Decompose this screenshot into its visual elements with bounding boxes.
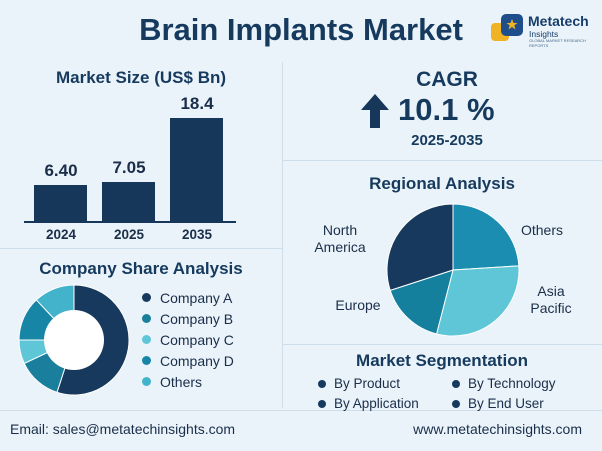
chart-axis	[24, 221, 236, 223]
divider-left-mid	[0, 248, 282, 249]
page-title: Brain Implants Market	[139, 12, 463, 47]
pie-slice-north-america	[386, 203, 454, 292]
arrow-up-icon	[361, 94, 389, 128]
bar-year-label: 2025	[113, 227, 145, 242]
pie-slice-others	[452, 203, 520, 271]
footer-website[interactable]: www.metatechinsights.com	[413, 421, 582, 437]
company-donut-chart	[18, 284, 130, 396]
logo-tagline: GLOBAL MARKET RESEARCH REPORTS	[529, 38, 586, 48]
logo-icon	[491, 14, 523, 41]
vertical-divider	[282, 62, 283, 408]
legend-item: Company D	[142, 350, 234, 371]
bar-chart: 6.40 2024 7.05 2025 18.4 2035	[0, 90, 282, 245]
segment-item: By Technology	[452, 376, 556, 391]
legend-label: Company A	[160, 289, 233, 306]
legend-label: Company C	[160, 331, 234, 348]
pie-slice-europe	[389, 269, 454, 335]
legend-label: Others	[160, 373, 203, 390]
divider-right-top	[282, 160, 602, 161]
segment-item: By Application	[318, 396, 419, 411]
bar-value-label: 7.05	[112, 158, 146, 177]
legend-dot-icon	[142, 356, 151, 365]
legend-label: Company D	[160, 352, 234, 369]
cagr-value: 10.1 %	[398, 92, 495, 127]
bar-2024	[34, 185, 87, 221]
bullet-icon	[452, 379, 460, 388]
legend-dot-icon	[142, 377, 151, 386]
legend-item: Company B	[142, 308, 234, 329]
regional-title: Regional Analysis	[369, 174, 515, 193]
bar-2035	[170, 118, 223, 221]
logo-sub: Insights	[529, 29, 559, 39]
legend-dot-icon	[142, 335, 151, 344]
cagr-label: CAGR	[416, 68, 478, 91]
bar-2025	[102, 182, 155, 221]
legend-item: Others	[142, 371, 234, 392]
bullet-icon	[452, 399, 460, 408]
bar-value-label: 18.4	[180, 94, 214, 113]
label-asia-pacific: Asia Pacific	[530, 283, 572, 316]
regional-pie-chart	[386, 203, 520, 337]
bar-value-label: 6.40	[44, 161, 78, 180]
bar-year-label: 2035	[181, 227, 213, 242]
label-north-america: North America	[314, 222, 366, 255]
legend-dot-icon	[142, 293, 151, 302]
segmentation-title: Market Segmentation	[356, 351, 528, 370]
legend-label: Company B	[160, 310, 234, 327]
legend-dot-icon	[142, 314, 151, 323]
footer-email[interactable]: Email: sales@metatechinsights.com	[10, 421, 236, 437]
divider-footer	[0, 410, 602, 411]
bullet-icon	[318, 399, 326, 408]
market-size-title: Market Size (US$ Bn)	[55, 68, 227, 87]
segment-item: By End User	[452, 396, 544, 411]
cagr-period: 2025-2035	[411, 132, 483, 149]
legend-item: Company C	[142, 329, 234, 350]
label-europe: Europe	[335, 297, 381, 313]
company-legend: Company A Company B Company C Company D Othe…	[142, 287, 234, 392]
divider-right-bottom	[282, 344, 602, 345]
pie-slice-asia-pacific	[435, 265, 520, 337]
segment-item: By Product	[318, 376, 400, 391]
company-share-title: Company Share Analysis	[39, 259, 243, 278]
bar-year-label: 2024	[45, 227, 77, 242]
label-others: Others	[520, 222, 563, 238]
logo-name: Metatech	[528, 13, 589, 29]
bullet-icon	[318, 379, 326, 388]
legend-item: Company A	[142, 287, 234, 308]
